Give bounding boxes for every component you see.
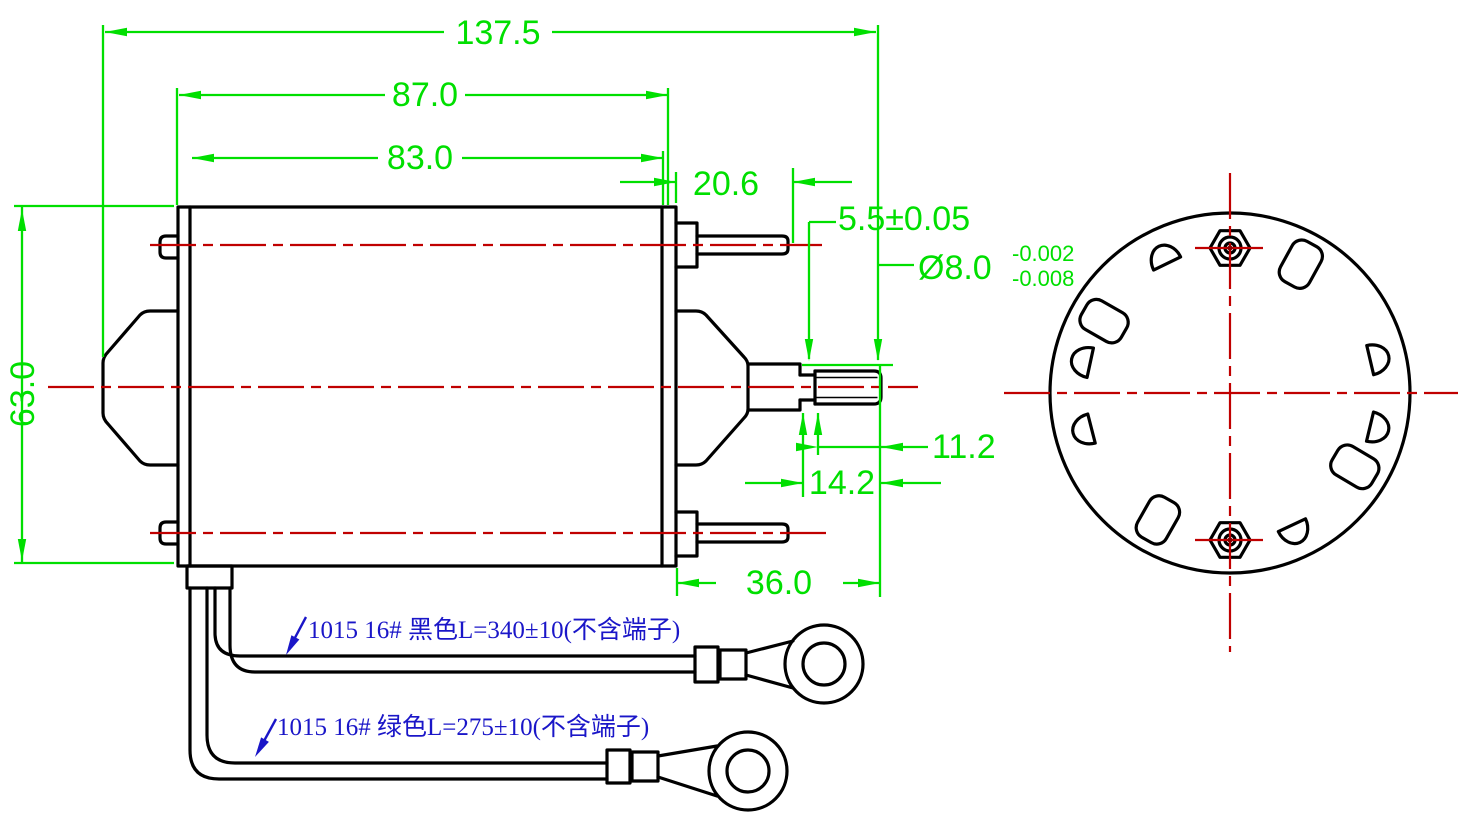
dim-shaft-step: 5.5±0.05 [838,200,970,238]
dimension-arrowhead [641,153,663,163]
dimension-arrowhead [854,27,876,37]
wire-annotations: 1015 16# 黑色L=340±10(不含端子) 1015 16# 绿色L=2… [255,616,680,757]
dimension-arrowhead [796,442,818,452]
dimension-arrowhead [646,90,668,100]
vent-slot [1134,494,1182,546]
dimension-arrowhead [881,442,903,452]
ring-terminal-hole [801,641,847,687]
dim-thread-length: 11.2 [932,428,996,466]
dim-body-length: 83.0 [387,139,453,177]
bolt-center-dot [1227,537,1233,543]
dimension-arrowhead [677,578,699,588]
lead-wire-green [188,586,789,812]
vent-holes [1069,238,1391,546]
lead-wire-black [213,586,865,705]
vent-crescent [1071,412,1097,446]
dim-body-diameter: 63.0 [4,361,42,427]
dim-shaft-extension: 14.2 [809,464,875,502]
dim-terminal-length: 20.6 [693,165,759,203]
ring-terminal-hole [725,748,771,794]
green-wire-label: 1015 16# 绿色L=275±10(不含端子) [277,713,649,741]
ring-terminal-outer [707,730,789,812]
dimension-arrowhead [813,413,823,435]
dimension-arrowhead [781,478,803,488]
vent-slot [1329,443,1381,491]
vent-crescent [1364,410,1391,444]
bolt-center-dot [1227,245,1233,251]
vent-slot [1277,238,1325,290]
dimension-arrowhead [654,177,676,187]
leader-arrowhead [255,737,269,757]
dim-flange-length: 87.0 [392,76,458,114]
left-tab-top [158,234,180,260]
ring-terminal-outer [783,623,865,705]
vent-slot [1078,297,1130,345]
dim-overall-length: 137.5 [455,14,540,52]
dimension-arrowheads [17,27,903,588]
leader-arrowheads [255,635,300,757]
dimension-arrowhead [17,539,27,561]
vent-crescent [1069,346,1095,380]
dim-shaft-diameter: Ø8.0 [918,249,992,287]
motor-body [176,205,678,568]
crimp-sleeve [693,645,748,684]
dimension-arrowhead [798,413,808,435]
dimension-arrowhead [804,339,814,361]
vent-crescent [1149,243,1183,272]
dimension-arrowhead [17,209,27,231]
dimension-arrowhead [873,339,883,361]
leader-arrowhead [286,635,300,655]
crimp-sleeve [605,748,660,785]
centerlines [48,173,1458,652]
dimension-arrowhead [793,177,815,187]
dimension-arrowhead [858,578,880,588]
dimension-texts: 137.5 87.0 83.0 20.6 5.5±0.05 Ø8.0 -0.00… [4,14,1074,602]
dim-shaft-tol-lower: -0.008 [1012,266,1074,291]
dimension-arrowhead [179,90,201,100]
thread-root-lines [815,376,878,399]
dimension-arrowhead [105,27,127,37]
black-wire-label: 1015 16# 黑色L=340±10(不含端子) [308,616,680,644]
dimension-arrowhead [192,153,214,163]
dim-shaft-total: 36.0 [746,564,812,602]
vent-crescent [1276,517,1310,546]
dimension-lines [14,25,941,597]
wire-exit-block [185,564,234,590]
dimension-arrowhead [881,478,903,488]
vent-crescent [1365,343,1391,377]
dim-shaft-tol-upper: -0.002 [1012,241,1074,266]
